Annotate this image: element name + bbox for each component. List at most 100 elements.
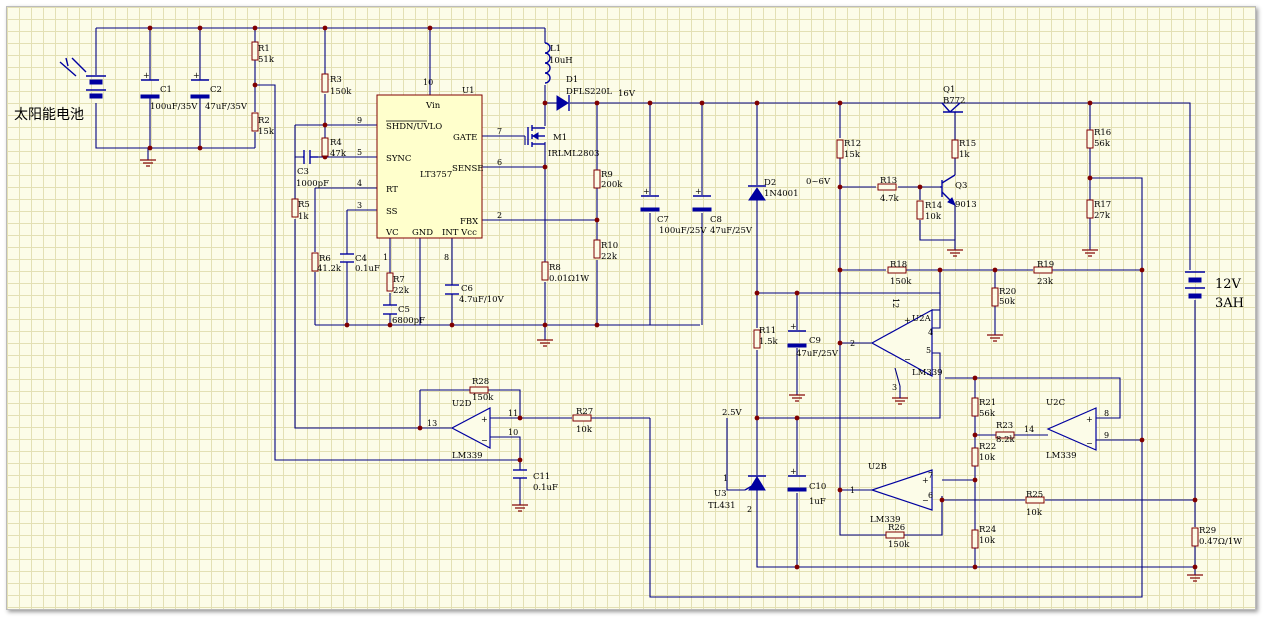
svg-text:R22: R22: [979, 442, 996, 452]
svg-text:23k: 23k: [1037, 277, 1054, 287]
svg-text:9: 9: [1104, 431, 1109, 440]
svg-text:10k: 10k: [576, 425, 593, 435]
pin-numbers: 10 9 5 4 3 1 8 7 6 2 11 10 13 4 5 2 3 12…: [357, 78, 1109, 514]
svg-text:R25: R25: [1026, 490, 1043, 500]
resistor-r19: [1033, 266, 1053, 274]
opamp-u2d-ref: U2D: [452, 399, 472, 409]
svg-text:0.1uF: 0.1uF: [533, 483, 558, 493]
resistor-r13: [877, 183, 897, 191]
transistor-q1: [941, 102, 963, 113]
svg-text:C6: C6: [461, 284, 473, 294]
svg-text:3: 3: [892, 383, 897, 392]
capacitor-c2: +: [190, 71, 210, 99]
svg-text:56k: 56k: [1094, 139, 1111, 149]
battery-icon: [1185, 271, 1205, 299]
capacitor-c3: [303, 150, 318, 164]
svg-text:100uF/25V: 100uF/25V: [659, 226, 707, 236]
capacitor-c4: [340, 253, 354, 263]
svg-text:7: 7: [497, 127, 502, 136]
svg-text:1.5k: 1.5k: [759, 337, 779, 347]
svg-text:15k: 15k: [258, 127, 275, 137]
svg-text:−: −: [922, 496, 929, 505]
net-label-16v: 16V: [618, 89, 636, 99]
ground-icon: [1082, 249, 1098, 257]
svg-text:47uF/35V: 47uF/35V: [205, 102, 248, 112]
resistors: [251, 41, 1199, 549]
resistor-r26: [885, 531, 905, 539]
svg-text:47k: 47k: [330, 149, 347, 159]
svg-text:C9: C9: [809, 336, 821, 346]
ground-icon: [947, 249, 963, 257]
svg-text:R12: R12: [844, 139, 861, 149]
svg-text:56k: 56k: [979, 409, 996, 419]
opamp-u2b-ref: U2B: [868, 462, 887, 472]
svg-text:14: 14: [1024, 425, 1034, 434]
resistor-r2: [251, 112, 259, 132]
svg-text:C3: C3: [297, 167, 309, 177]
wires: [95, 27, 1196, 598]
battery-voltage: 12V: [1215, 277, 1242, 292]
svg-text:R29: R29: [1199, 526, 1216, 536]
svg-text:D2: D2: [764, 178, 776, 188]
inductor-l1: [544, 42, 551, 84]
svg-text:Q1: Q1: [943, 85, 955, 95]
pin-sync: SYNC: [386, 154, 411, 164]
svg-text:22k: 22k: [601, 252, 618, 262]
svg-text:10uH: 10uH: [549, 56, 573, 66]
resistor-r9: [593, 169, 601, 189]
capacitor-c7: +: [640, 187, 660, 212]
resistor-r11: [753, 329, 761, 349]
ic-u1-lt3757: Vin SHDN/UVLO SYNC RT SS VC GND INT Vcc …: [376, 86, 484, 239]
resistor-r17: [1086, 199, 1094, 219]
resistor-r12: [836, 139, 844, 159]
svg-text:1k: 1k: [959, 150, 970, 160]
svg-text:C5: C5: [398, 305, 410, 315]
pin-sense: SENSE: [452, 164, 484, 174]
svg-text:+: +: [904, 316, 911, 325]
svg-text:4: 4: [928, 328, 933, 337]
opamp-u2b-part: LM339: [870, 515, 901, 525]
svg-text:0.01Ω1W: 0.01Ω1W: [549, 274, 589, 284]
svg-text:+: +: [1086, 415, 1093, 424]
svg-text:C7: C7: [657, 215, 669, 225]
ic-u1-part: LT3757: [420, 170, 452, 180]
opamp-u2c-part: LM339: [1046, 451, 1077, 461]
resistor-r6: [311, 252, 319, 272]
transistor-q3: [940, 174, 956, 206]
pin-vin: Vin: [425, 101, 441, 111]
net-label-range: 0~6V: [806, 177, 831, 187]
ground-icon: [987, 334, 1003, 342]
svg-text:1: 1: [383, 253, 388, 262]
svg-text:100uF/35V: 100uF/35V: [150, 102, 198, 112]
svg-text:R16: R16: [1094, 128, 1111, 138]
pin-gnd: GND: [412, 228, 433, 238]
svg-text:150k: 150k: [472, 393, 494, 403]
capacitor-c9: +: [787, 322, 807, 348]
svg-text:Q3: Q3: [955, 181, 967, 191]
svg-text:R27: R27: [576, 407, 593, 417]
svg-text:8.2k: 8.2k: [996, 435, 1016, 445]
pin-intvcc: INT Vcc: [442, 228, 477, 238]
svg-text:4.7k: 4.7k: [880, 194, 900, 204]
svg-text:R5: R5: [298, 200, 310, 210]
svg-text:11: 11: [508, 409, 518, 418]
ground-icon: [892, 397, 908, 405]
svg-text:1: 1: [723, 474, 728, 483]
ic-u1-ref: U1: [462, 86, 475, 96]
resistor-r4: [321, 137, 329, 157]
svg-text:R18: R18: [890, 260, 907, 270]
svg-text:R14: R14: [925, 201, 942, 211]
svg-text:+: +: [695, 187, 702, 196]
svg-text:R23: R23: [996, 421, 1013, 431]
svg-text:M1: M1: [553, 133, 567, 143]
opamp-u2c: +−: [1046, 407, 1097, 451]
svg-text:1uF: 1uF: [809, 497, 826, 507]
capacitor-c10: +: [787, 467, 807, 492]
svg-text:C11: C11: [533, 472, 550, 482]
capacitor-c8: +: [692, 187, 712, 212]
resistor-r29: [1191, 527, 1199, 547]
opamp-u2b: +−: [870, 469, 933, 511]
diode-d2: [748, 185, 766, 201]
ground-icon: [789, 394, 805, 402]
svg-text:C4: C4: [355, 254, 367, 264]
